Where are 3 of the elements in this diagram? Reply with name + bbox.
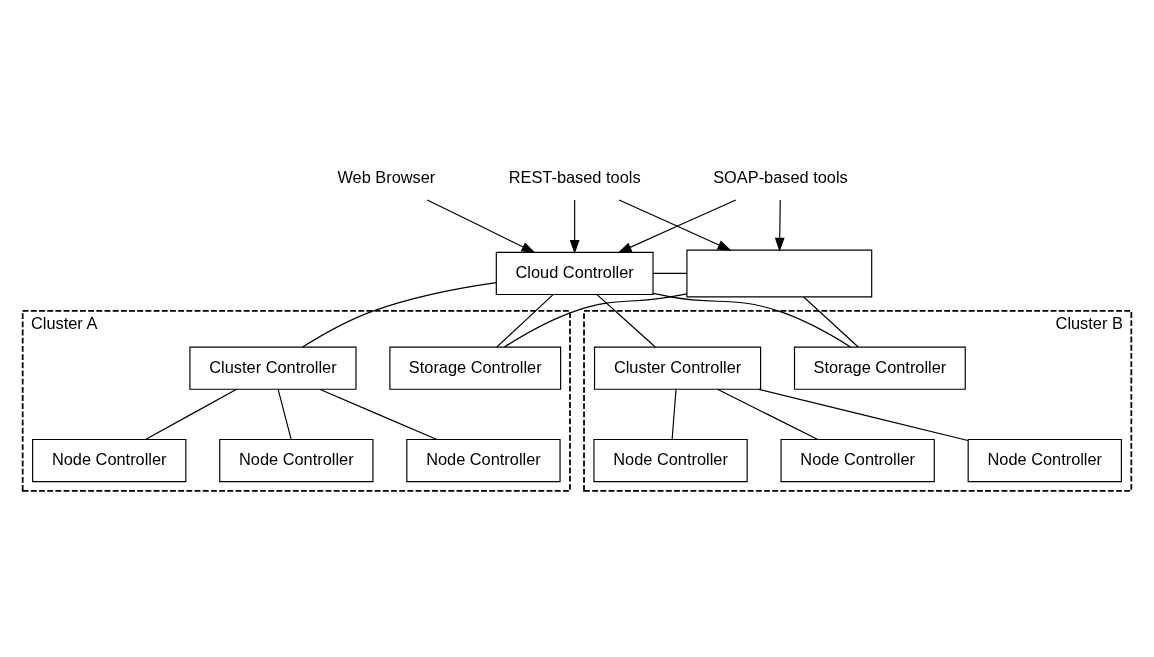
node-text: Web Browser bbox=[337, 167, 436, 186]
node-text: REST-based tools bbox=[508, 167, 641, 186]
node-text: SOAP-based tools bbox=[713, 167, 848, 186]
